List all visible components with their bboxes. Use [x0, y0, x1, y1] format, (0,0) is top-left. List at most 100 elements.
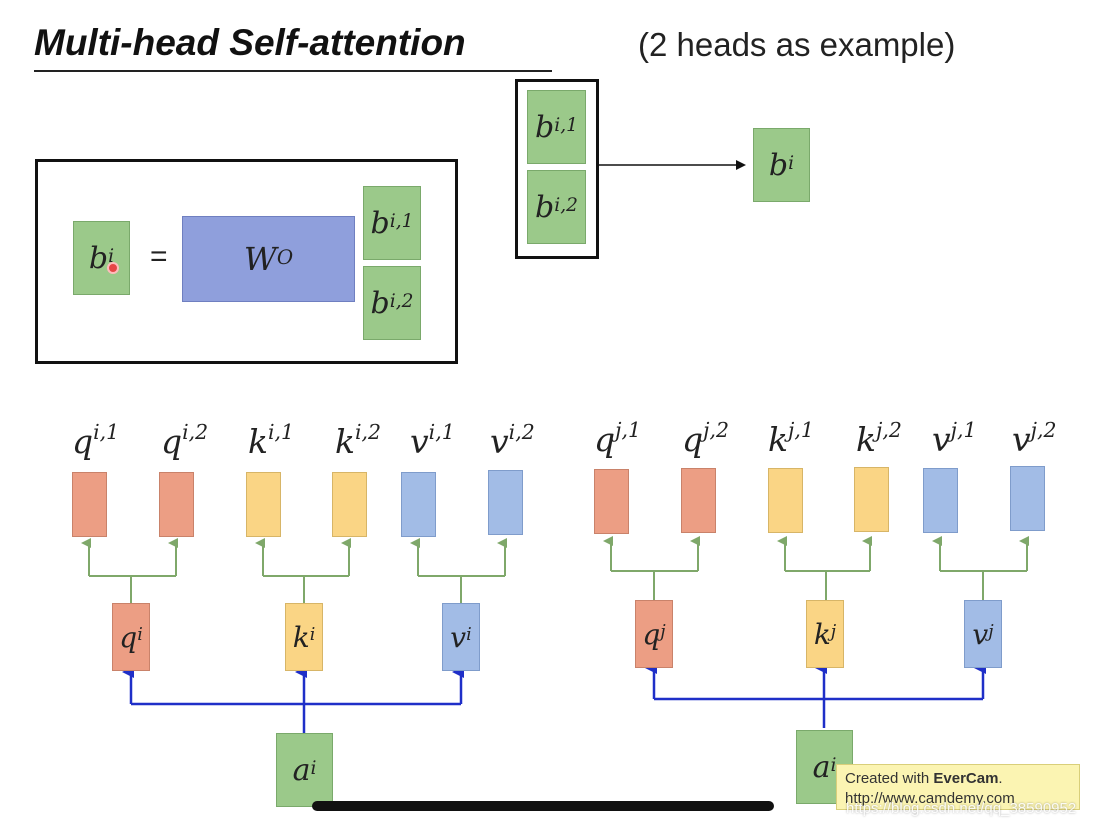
- label-vj2-sup: j,2: [1030, 417, 1057, 442]
- concat-bi2-base: b: [535, 189, 555, 225]
- label-qj1-base: q: [594, 420, 616, 459]
- label-vj1: vj,1: [932, 417, 977, 459]
- label-vi1-base: v: [410, 422, 429, 461]
- concat-output-base: b: [768, 147, 789, 183]
- mid-ki-base: k: [292, 620, 310, 654]
- output-vector-bi-sup: i: [108, 245, 115, 267]
- label-qi2-base: q: [161, 422, 183, 461]
- mid-qi-sup: i: [137, 625, 143, 646]
- equation-box: [35, 159, 458, 364]
- input-arrows-i: [122, 666, 464, 733]
- stamp-brand: EverCam: [933, 770, 999, 787]
- head-box-qj1: [594, 469, 629, 534]
- slide-title: Multi-head Self-attention: [34, 22, 466, 63]
- label-ki1-base: k: [248, 422, 268, 461]
- mid-vi-base: v: [450, 620, 467, 654]
- mid-qj-sup: j: [660, 622, 666, 643]
- input-ai-sup: i: [310, 757, 317, 779]
- split-arrows-i: [81, 538, 507, 603]
- stamp-line-1: Created with EverCam.: [845, 769, 1071, 789]
- head-box-qj2: [681, 468, 716, 533]
- label-qj2-sup: j,2: [703, 417, 729, 442]
- head-box-qi1: [72, 472, 107, 537]
- split-arrows-j: [603, 536, 1029, 600]
- title-underline: [34, 70, 552, 72]
- concat-output-sup: i: [788, 152, 795, 174]
- label-ki1: ki,1: [248, 419, 295, 461]
- label-kj1-base: k: [768, 420, 788, 459]
- video-scrubber-bar[interactable]: [312, 801, 774, 811]
- label-qj1: qj,1: [594, 417, 641, 459]
- label-ki2: ki,2: [335, 419, 382, 461]
- vector-bi1-base: b: [370, 205, 390, 241]
- head-box-ki1: [246, 472, 281, 537]
- label-qj2: qj,2: [682, 417, 729, 459]
- head-box-ki2: [332, 472, 367, 537]
- stamp-suffix: .: [998, 770, 1003, 787]
- stamp-url: http://www.camdemy.com: [845, 790, 1015, 807]
- weight-matrix-sup: O: [276, 245, 294, 269]
- blog-watermark: https://blog.csdn.net/qq_38590952: [846, 800, 1077, 817]
- vector-bi2-base: b: [370, 285, 390, 321]
- label-qi2-sup: i,2: [182, 419, 209, 444]
- input-ai-base: a: [292, 752, 311, 788]
- equals-sign: =: [150, 240, 168, 273]
- label-qj1-sup: j,1: [615, 417, 641, 442]
- slide-subtitle: (2 heads as example): [638, 26, 956, 63]
- label-kj2-base: k: [856, 420, 876, 459]
- label-kj2: kj,2: [856, 417, 902, 459]
- weight-matrix-base: W: [243, 240, 277, 278]
- head-box-qi2: [159, 472, 194, 537]
- label-vj1-base: v: [932, 420, 951, 459]
- label-vi1: vi,1: [410, 419, 455, 461]
- label-ki2-sup: i,2: [355, 419, 382, 444]
- label-vi1-sup: i,1: [428, 419, 455, 444]
- label-vj2: vj,2: [1012, 417, 1057, 459]
- concat-box: [515, 79, 599, 259]
- label-vi2-base: v: [490, 422, 509, 461]
- input-aj-sup: i: [830, 754, 837, 776]
- head-box-vi2: [488, 470, 523, 535]
- vector-bi1-sup: i,1: [389, 210, 414, 232]
- label-vj1-sup: j,1: [950, 417, 977, 442]
- label-kj2-sup: j,2: [876, 417, 902, 442]
- label-ki2-base: k: [335, 422, 355, 461]
- mid-vj-base: v: [972, 617, 989, 651]
- label-vi2: vi,2: [490, 420, 535, 461]
- label-ki1-sup: i,1: [268, 419, 295, 444]
- label-qi2: qi,2: [161, 419, 209, 461]
- label-kj1: kj,1: [768, 418, 814, 459]
- output-vector-bi-base: b: [88, 240, 109, 276]
- head-box-vj2: [1010, 466, 1045, 531]
- stamp-prefix: Created with: [845, 770, 934, 787]
- mid-kj-sup: j: [830, 622, 837, 643]
- label-qi1-sup: i,1: [93, 419, 120, 444]
- mid-ki-sup: i: [309, 625, 316, 646]
- head-box-vj1: [923, 468, 958, 533]
- mid-qi-base: q: [119, 620, 138, 654]
- evercam-stamp: Created with EverCam. http://www.camdemy…: [836, 764, 1080, 810]
- mid-vj-sup: j: [988, 622, 994, 643]
- concat-bi1-sup: i,1: [554, 114, 578, 136]
- head-box-kj2: [854, 467, 889, 532]
- mid-kj-base: k: [813, 617, 831, 651]
- concat-bi2-sup: i,2: [554, 194, 578, 216]
- head-box-vi1: [401, 472, 436, 537]
- head-box-kj1: [768, 468, 803, 533]
- label-qi1: qi,1: [72, 419, 120, 461]
- concat-bi1-base: b: [535, 109, 555, 145]
- label-vj2-base: v: [1012, 420, 1031, 459]
- label-qi1-base: q: [72, 422, 94, 461]
